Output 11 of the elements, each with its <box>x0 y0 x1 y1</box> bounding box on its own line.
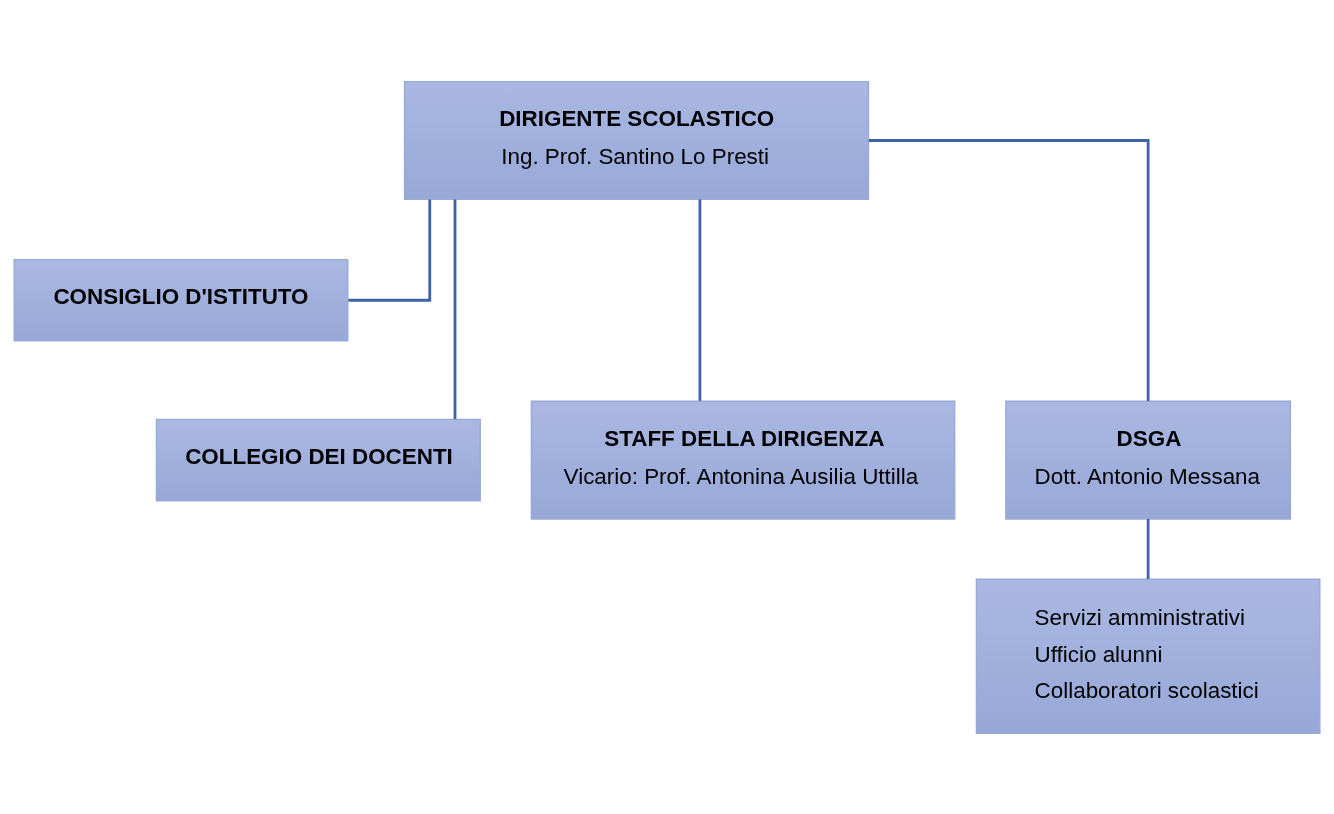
node-box: STAFF DELLA DIRIGENZA Vicario: Prof. Antonina Ausilia Uttilla <box>530 400 956 520</box>
node-box: CONSIGLIO D'ISTITUTO <box>13 258 349 342</box>
connector <box>698 198 702 401</box>
connector <box>348 199 432 302</box>
node-box: DIRIGENTE SCOLASTICO Ing. Prof. Santino Lo Presti <box>403 80 870 200</box>
connector <box>868 138 1150 401</box>
connector <box>453 198 457 419</box>
node-box: DSGA Dott. Antonio Messana <box>1005 400 1292 520</box>
node-box: COLLEGIO DEI DOCENTI <box>155 418 481 501</box>
connector <box>1146 518 1150 579</box>
node-box: Servizi amministrativi Ufficio alunni Collaboratori scolastici <box>975 578 1321 734</box>
